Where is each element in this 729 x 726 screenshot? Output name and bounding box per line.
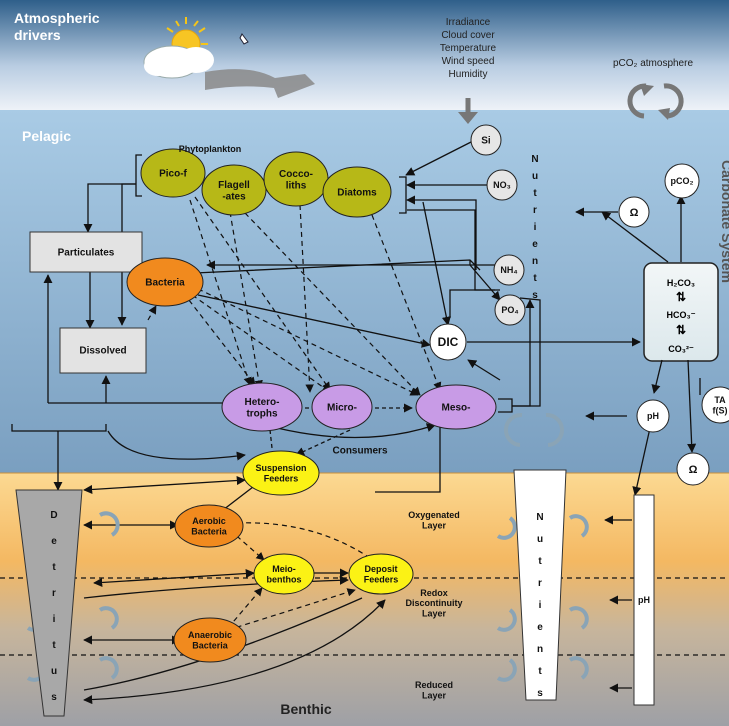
wind-arrow-icon — [205, 69, 315, 98]
benthic-title: Benthic — [280, 701, 332, 717]
ph-node-label: pH — [647, 411, 659, 421]
bacteria-node — [126, 257, 204, 307]
micro-node — [311, 384, 373, 430]
ph-node — [636, 399, 670, 433]
atmospheric-driver-item: Humidity — [449, 69, 488, 80]
pico-f-node — [140, 148, 206, 198]
nh4-node — [493, 254, 525, 286]
suspension-feeders-node — [242, 450, 320, 496]
omega-node — [618, 196, 650, 228]
diatoms-label: Diatoms — [337, 188, 377, 199]
dissolved-label: Dissolved — [79, 346, 126, 357]
si-label: Si — [481, 136, 491, 147]
meso-label: Meso- — [442, 403, 471, 414]
atmospheric-driver-item: Irradiance — [446, 17, 491, 28]
particulates-box — [29, 231, 143, 273]
aerobic-bacteria-node — [174, 504, 244, 548]
ta-node — [701, 386, 729, 424]
flagellates-node — [201, 164, 267, 216]
omega2-label: Ω — [689, 464, 698, 476]
pico-f-label: Pico-f — [159, 169, 187, 180]
carbonate-title: Carbonate System — [719, 160, 729, 283]
consumers-label: Consumers — [332, 446, 387, 457]
phytoplankton-label: Phytoplankton — [179, 144, 242, 154]
pco2-atmosphere-label: pCO₂ atmosphere — [613, 58, 693, 69]
atmospheric-driver-item: Wind speed — [442, 56, 495, 67]
meiobenthos-label: Meio-benthos — [267, 564, 302, 584]
ph-column-label: pH — [638, 595, 650, 605]
species-h2co3: H₂CO₃ — [667, 278, 695, 288]
bacteria-label: Bacteria — [145, 278, 185, 289]
atmospheric-driver-item: Cloud cover — [441, 30, 495, 41]
species-co3: CO₃²⁻ — [668, 344, 694, 354]
no3-label: NO₃ — [493, 180, 511, 190]
atmospheric-driver-item: Temperature — [440, 43, 497, 54]
pco2-node — [664, 163, 700, 199]
heterotrophs-node — [221, 382, 303, 432]
particulates-label: Particulates — [58, 248, 115, 259]
omega-label: Ω — [630, 207, 639, 219]
detritus-column — [15, 489, 83, 717]
nutrients-column — [513, 469, 567, 701]
deposit-feeders-node — [348, 553, 414, 595]
dic-label: DIC — [438, 335, 459, 349]
micro-label: Micro- — [327, 403, 357, 414]
diatoms-node — [322, 166, 392, 218]
coccoliths-label: Cocco-liths — [279, 169, 313, 192]
heterotrophs-label: Hetero-trophs — [244, 397, 279, 420]
dissolved-box — [59, 327, 147, 374]
meso-node — [415, 384, 497, 430]
carbonate-species-box — [643, 262, 719, 362]
po4-node — [494, 294, 526, 326]
meiobenthos-node — [253, 553, 315, 595]
omega-node-2 — [676, 452, 710, 486]
po4-label: PO₄ — [501, 305, 518, 315]
flagellates-label: Flagell-ates — [218, 180, 250, 203]
anaerobic-bacteria-node — [173, 617, 247, 663]
atmosphere-down-arrow — [458, 112, 478, 124]
si-node — [470, 124, 502, 156]
svg-text:⇅: ⇅ — [676, 323, 686, 337]
no3-node — [486, 169, 518, 201]
raindrop-icon — [239, 33, 249, 45]
dic-node — [429, 323, 467, 361]
atmosphere-zone — [0, 0, 729, 110]
ph-column — [633, 494, 655, 706]
species-hco3: HCO₃⁻ — [667, 310, 696, 320]
gas-exchange-icon — [627, 83, 684, 119]
svg-text:⇅: ⇅ — [676, 290, 686, 304]
pco2-label: pCO₂ — [671, 176, 694, 186]
nh4-label: NH₄ — [500, 265, 517, 275]
sun-cloud-icon — [143, 17, 214, 79]
pelagic-title: Pelagic — [22, 128, 71, 144]
